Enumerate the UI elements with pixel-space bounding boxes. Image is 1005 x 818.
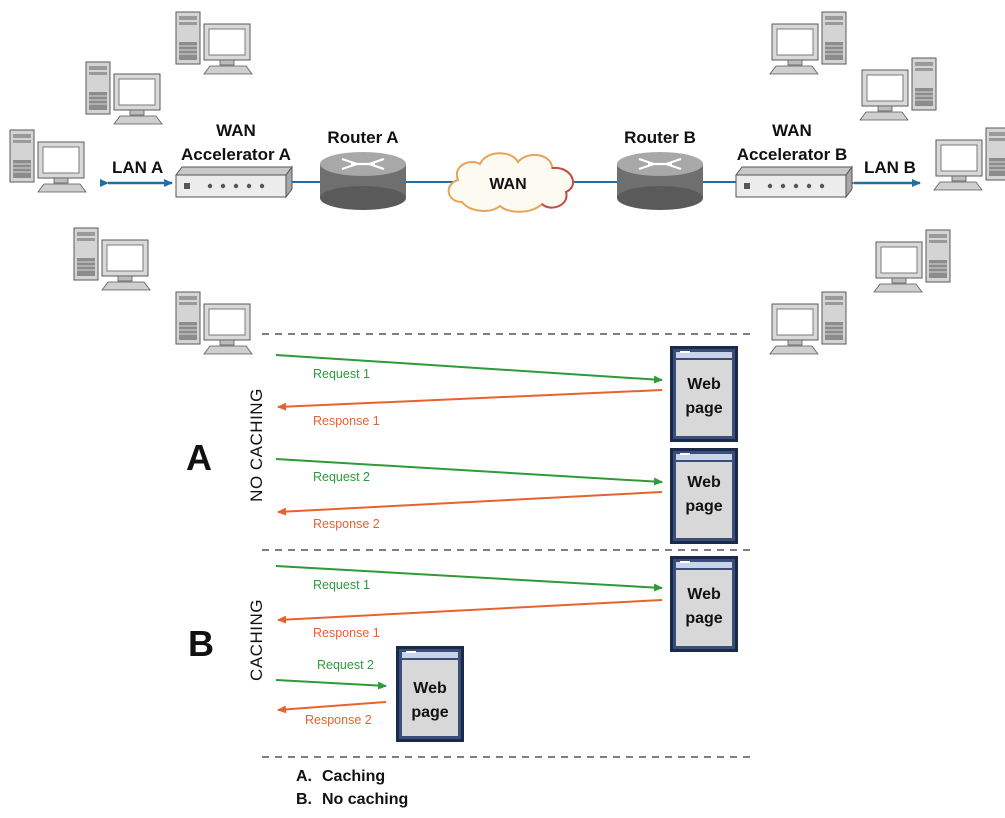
web-page-icon xyxy=(670,346,738,442)
computer-icon xyxy=(9,129,87,193)
response-1-arrow xyxy=(277,389,663,411)
router-b-label: Router B xyxy=(624,128,696,147)
response-2-label: Response 2 xyxy=(305,713,372,727)
computer-icon xyxy=(859,57,937,121)
legend-text: Caching xyxy=(322,768,386,785)
accelerator-b-label-line2: Accelerator B xyxy=(737,145,848,164)
response-1-label: Response 1 xyxy=(313,626,380,640)
section-b-letter: B xyxy=(188,623,214,664)
web-page-label-line2: page xyxy=(685,498,722,515)
lan-b-label: LAN B xyxy=(864,158,916,177)
computer-icon xyxy=(933,127,1005,191)
request-1-label: Request 1 xyxy=(313,367,370,381)
response-2-label: Response 2 xyxy=(313,517,380,531)
legend-text: No caching xyxy=(322,791,409,808)
web-page-label-line1: Web xyxy=(687,586,721,603)
web-page-label-line2: page xyxy=(685,610,722,627)
router-a-label: Router A xyxy=(327,128,398,147)
response-2-arrow xyxy=(277,701,387,714)
web-page-icon xyxy=(670,556,738,652)
computer-icon xyxy=(769,11,847,75)
computer-icon xyxy=(175,11,253,75)
legend-item: A. Caching xyxy=(296,768,385,786)
section-a-letter: A xyxy=(186,437,212,478)
web-page-label-line2: page xyxy=(685,400,722,417)
accelerator-a-label-line1: WAN xyxy=(216,121,256,140)
accelerator-a-label-line2: Accelerator A xyxy=(181,145,291,164)
request-1-arrow xyxy=(275,565,663,592)
computer-icon xyxy=(175,291,253,355)
request-1-arrow xyxy=(275,354,663,384)
wan-label: WAN xyxy=(489,176,526,193)
computer-icon xyxy=(769,291,847,355)
web-page-label-line1: Web xyxy=(413,680,447,697)
legend-item: B. No caching xyxy=(296,791,408,809)
router-b-icon xyxy=(615,150,705,212)
wan-accelerator-a-icon xyxy=(175,166,293,198)
web-page-label-line2: page xyxy=(411,704,448,721)
request-1-label: Request 1 xyxy=(313,578,370,592)
request-2-arrow xyxy=(275,679,387,690)
wan-accelerator-b-icon xyxy=(735,166,853,198)
computer-icon xyxy=(73,227,151,291)
accelerator-b-label-line1: WAN xyxy=(772,121,812,140)
request-2-arrow xyxy=(275,458,663,486)
response-1-arrow xyxy=(277,599,663,624)
request-2-label: Request 2 xyxy=(317,658,374,672)
web-page-label-line1: Web xyxy=(687,474,721,491)
request-2-label: Request 2 xyxy=(313,470,370,484)
section-b-side-label: CACHING xyxy=(247,599,266,681)
legend-key: B. xyxy=(296,791,312,808)
section-a-side-label: NO CACHING xyxy=(247,388,266,502)
web-page-icon xyxy=(670,448,738,544)
computer-icon xyxy=(873,229,951,293)
response-2-arrow xyxy=(277,491,663,516)
legend-key: A. xyxy=(296,768,312,785)
web-page-label-line1: Web xyxy=(687,376,721,393)
lan-a-label: LAN A xyxy=(112,158,163,177)
computer-icon xyxy=(85,61,163,125)
response-1-label: Response 1 xyxy=(313,414,380,428)
router-a-icon xyxy=(318,150,408,212)
